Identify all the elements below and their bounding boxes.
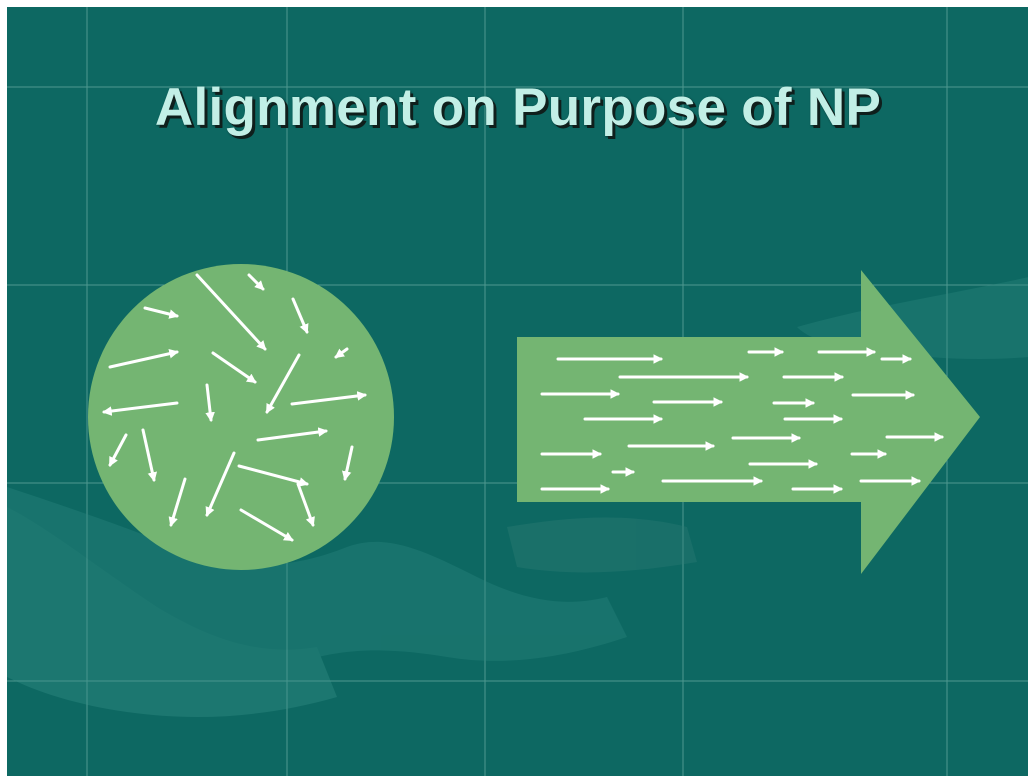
chaos-circle [88,264,394,570]
slide-canvas [7,7,1028,776]
scattered-arrow [205,383,215,422]
scattered-arrow [237,464,309,487]
scattered-arrow [205,451,236,517]
scattered-arrow [291,297,309,334]
scattered-arrow [195,273,267,351]
scattered-arrow [108,348,179,369]
scattered-arrow [168,477,187,527]
scattered-arrow [290,391,367,406]
scattered-arrow [256,427,328,442]
scattered-arrow [296,482,315,527]
scattered-arrow [102,401,179,416]
aligned-block-arrow [517,270,980,574]
scattered-arrows-group [102,273,367,542]
aligned-arrows-group [540,347,944,494]
scattered-arrow [141,428,158,482]
scattered-arrow [341,445,354,481]
hands-background-image [7,277,1028,717]
scattered-arrow [108,433,128,467]
slide: Alignment on Purpose of NP [7,7,1028,776]
scattered-arrow [334,347,349,359]
slide-title: Alignment on Purpose of NP [154,78,882,137]
scattered-arrow [265,353,301,414]
scattered-arrow [247,273,265,291]
scattered-arrow [211,351,257,384]
scattered-arrow [143,306,179,319]
scattered-arrow [239,508,294,542]
